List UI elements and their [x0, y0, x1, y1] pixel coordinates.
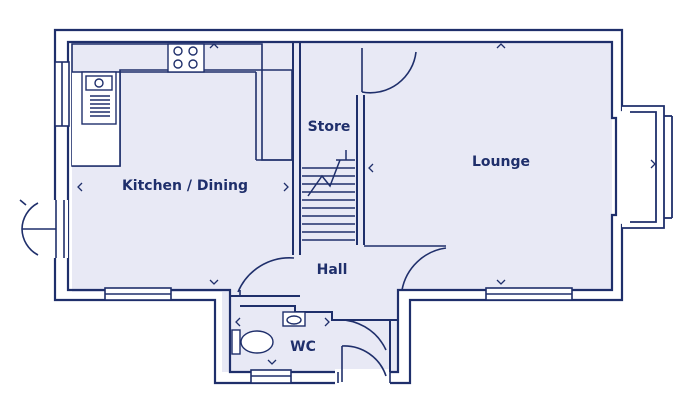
label-lounge: Lounge [472, 154, 530, 170]
sink-icon [81, 71, 117, 125]
label-hall: Hall [317, 262, 348, 278]
window-kitchen-bottom [104, 287, 172, 301]
label-wc: WC [290, 339, 316, 355]
window-lounge-bottom [485, 287, 573, 301]
dimension-marks [77, 43, 656, 365]
window-wc-bottom [250, 369, 292, 384]
french-doors [19, 199, 68, 258]
staircase [302, 150, 355, 241]
label-store: Store [308, 119, 351, 135]
front-door [335, 345, 391, 385]
toilet-icon [231, 329, 274, 355]
bay-window-lounge [622, 105, 673, 229]
hob-icon [167, 43, 205, 73]
window-kitchen-left [54, 61, 70, 127]
label-kitchen-dining: Kitchen / Dining [122, 178, 248, 194]
floor-fill [65, 42, 612, 372]
door-swings [237, 48, 447, 351]
basin-icon [282, 311, 306, 327]
